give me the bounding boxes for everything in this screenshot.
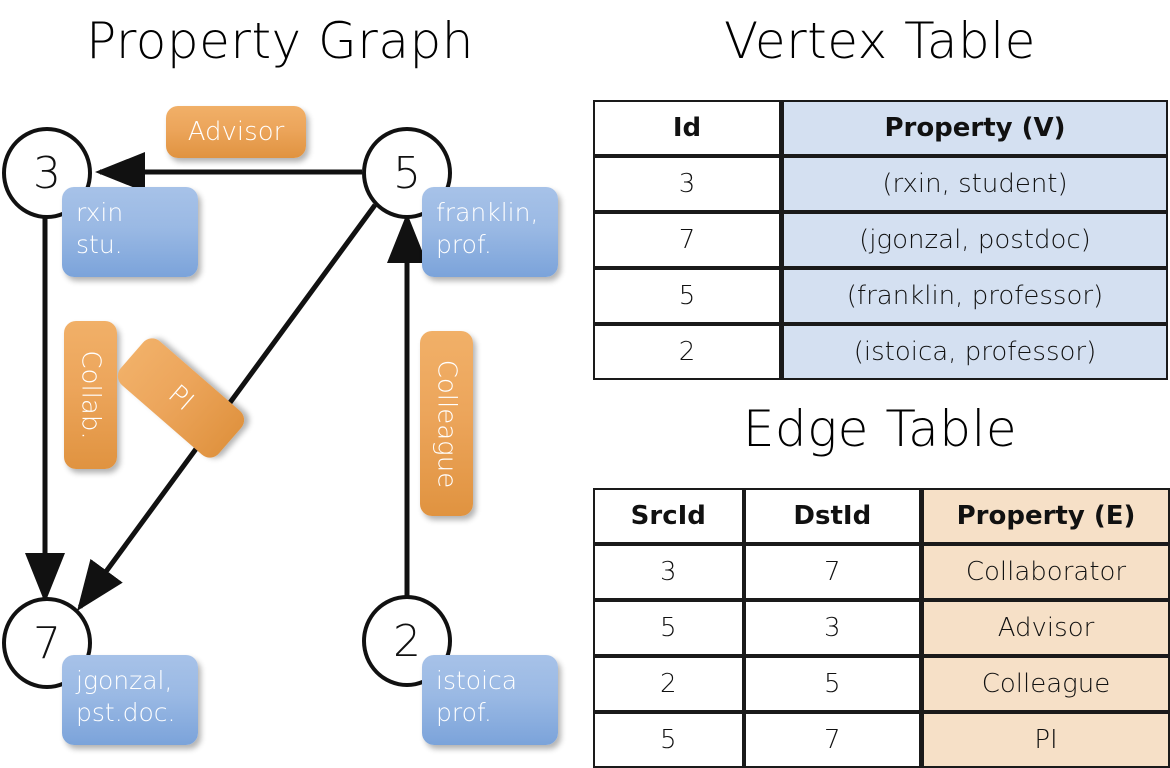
graph-node-7-label: 7 (33, 617, 61, 669)
node-property-box-2: istoica prof. (422, 655, 558, 745)
node-property-7-line1: jgonzal, (76, 666, 173, 695)
table-row[interactable]: 2 (istoica, professor) (593, 324, 1168, 380)
node-property-box-5: franklin, prof. (422, 187, 558, 277)
edge-label-collab-text: Collab. (75, 350, 106, 440)
edge-cell-dstid: 3 (743, 600, 921, 656)
node-property-3-line1: rxin (76, 198, 124, 227)
node-property-2-line2: prof. (436, 698, 492, 727)
table-row[interactable]: 5 (franklin, professor) (593, 268, 1168, 324)
graph-node-2-label: 2 (393, 615, 421, 667)
graph-node-5[interactable]: 5 (362, 127, 452, 219)
edge-cell-srcid: 2 (593, 656, 744, 712)
edge-table: SrcId DstId Property (E) 3 7 Collaborato… (593, 488, 1170, 768)
vertex-cell-property: (istoica, professor) (781, 324, 1168, 380)
vertex-cell-property: (jgonzal, postdoc) (781, 212, 1168, 268)
node-property-5-line2: prof. (436, 230, 492, 259)
page-title-edge-table: Edge Table (742, 400, 1018, 458)
graph-node-3-label: 3 (33, 147, 61, 199)
edge-label-colleague-text: Colleague (431, 359, 462, 488)
edge-cell-dstid: 7 (743, 712, 921, 768)
vertex-table: Id Property (V) 3 (rxin, student) 7 (jgo… (593, 100, 1168, 380)
page-title-property-graph: Property Graph (86, 12, 474, 70)
table-row[interactable]: 7 (jgonzal, postdoc) (593, 212, 1168, 268)
edge-table-header-srcid: SrcId (593, 488, 744, 544)
edge-cell-dstid: 5 (743, 656, 921, 712)
node-property-3-line2: stu. (76, 230, 123, 259)
edge-cell-dstid: 7 (743, 544, 921, 600)
table-row[interactable]: 3 7 Collaborator (593, 544, 1170, 600)
vertex-table-header-property: Property (V) (781, 100, 1168, 156)
table-row[interactable]: 5 7 PI (593, 712, 1170, 768)
page-title-vertex-table: Vertex Table (724, 12, 1036, 70)
node-property-7-line2: pst.doc. (76, 698, 176, 727)
node-property-box-3: rxin stu. (62, 187, 198, 277)
node-property-box-7: jgonzal, pst.doc. (62, 655, 198, 745)
edge-cell-srcid: 5 (593, 600, 744, 656)
edge-cell-property: PI (921, 712, 1170, 768)
table-row[interactable]: 2 5 Colleague (593, 656, 1170, 712)
edge-label-advisor: Advisor (166, 106, 306, 158)
edge-label-advisor-text: Advisor (187, 117, 285, 147)
edge-table-header-property: Property (E) (921, 488, 1170, 544)
property-graph-diagram: 3 5 7 2 rxin stu. franklin, prof. jgonza… (0, 85, 580, 760)
table-row[interactable]: 3 (rxin, student) (593, 156, 1168, 212)
vertex-cell-property: (rxin, student) (781, 156, 1168, 212)
vertex-table-header-id: Id (593, 100, 781, 156)
edge-table-header-dstid: DstId (743, 488, 921, 544)
vertex-cell-property: (franklin, professor) (781, 268, 1168, 324)
node-property-5-line1: franklin, (436, 198, 539, 227)
node-property-2-line1: istoica (436, 666, 518, 695)
vertex-cell-id: 7 (593, 212, 781, 268)
edge-table-header-row: SrcId DstId Property (E) (593, 488, 1170, 544)
table-row[interactable]: 5 3 Advisor (593, 600, 1170, 656)
edge-cell-srcid: 5 (593, 712, 744, 768)
edge-cell-property: Collaborator (921, 544, 1170, 600)
graph-node-3[interactable]: 3 (2, 127, 92, 219)
vertex-cell-id: 2 (593, 324, 781, 380)
vertex-table-header-row: Id Property (V) (593, 100, 1168, 156)
vertex-cell-id: 5 (593, 268, 781, 324)
edge-cell-property: Colleague (921, 656, 1170, 712)
edge-cell-property: Advisor (921, 600, 1170, 656)
edge-label-pi-text: PI (162, 379, 200, 417)
graph-node-5-label: 5 (393, 147, 421, 199)
edge-cell-srcid: 3 (593, 544, 744, 600)
vertex-cell-id: 3 (593, 156, 781, 212)
edge-label-colleague: Colleague (420, 331, 473, 516)
edge-label-collab: Collab. (64, 321, 117, 469)
